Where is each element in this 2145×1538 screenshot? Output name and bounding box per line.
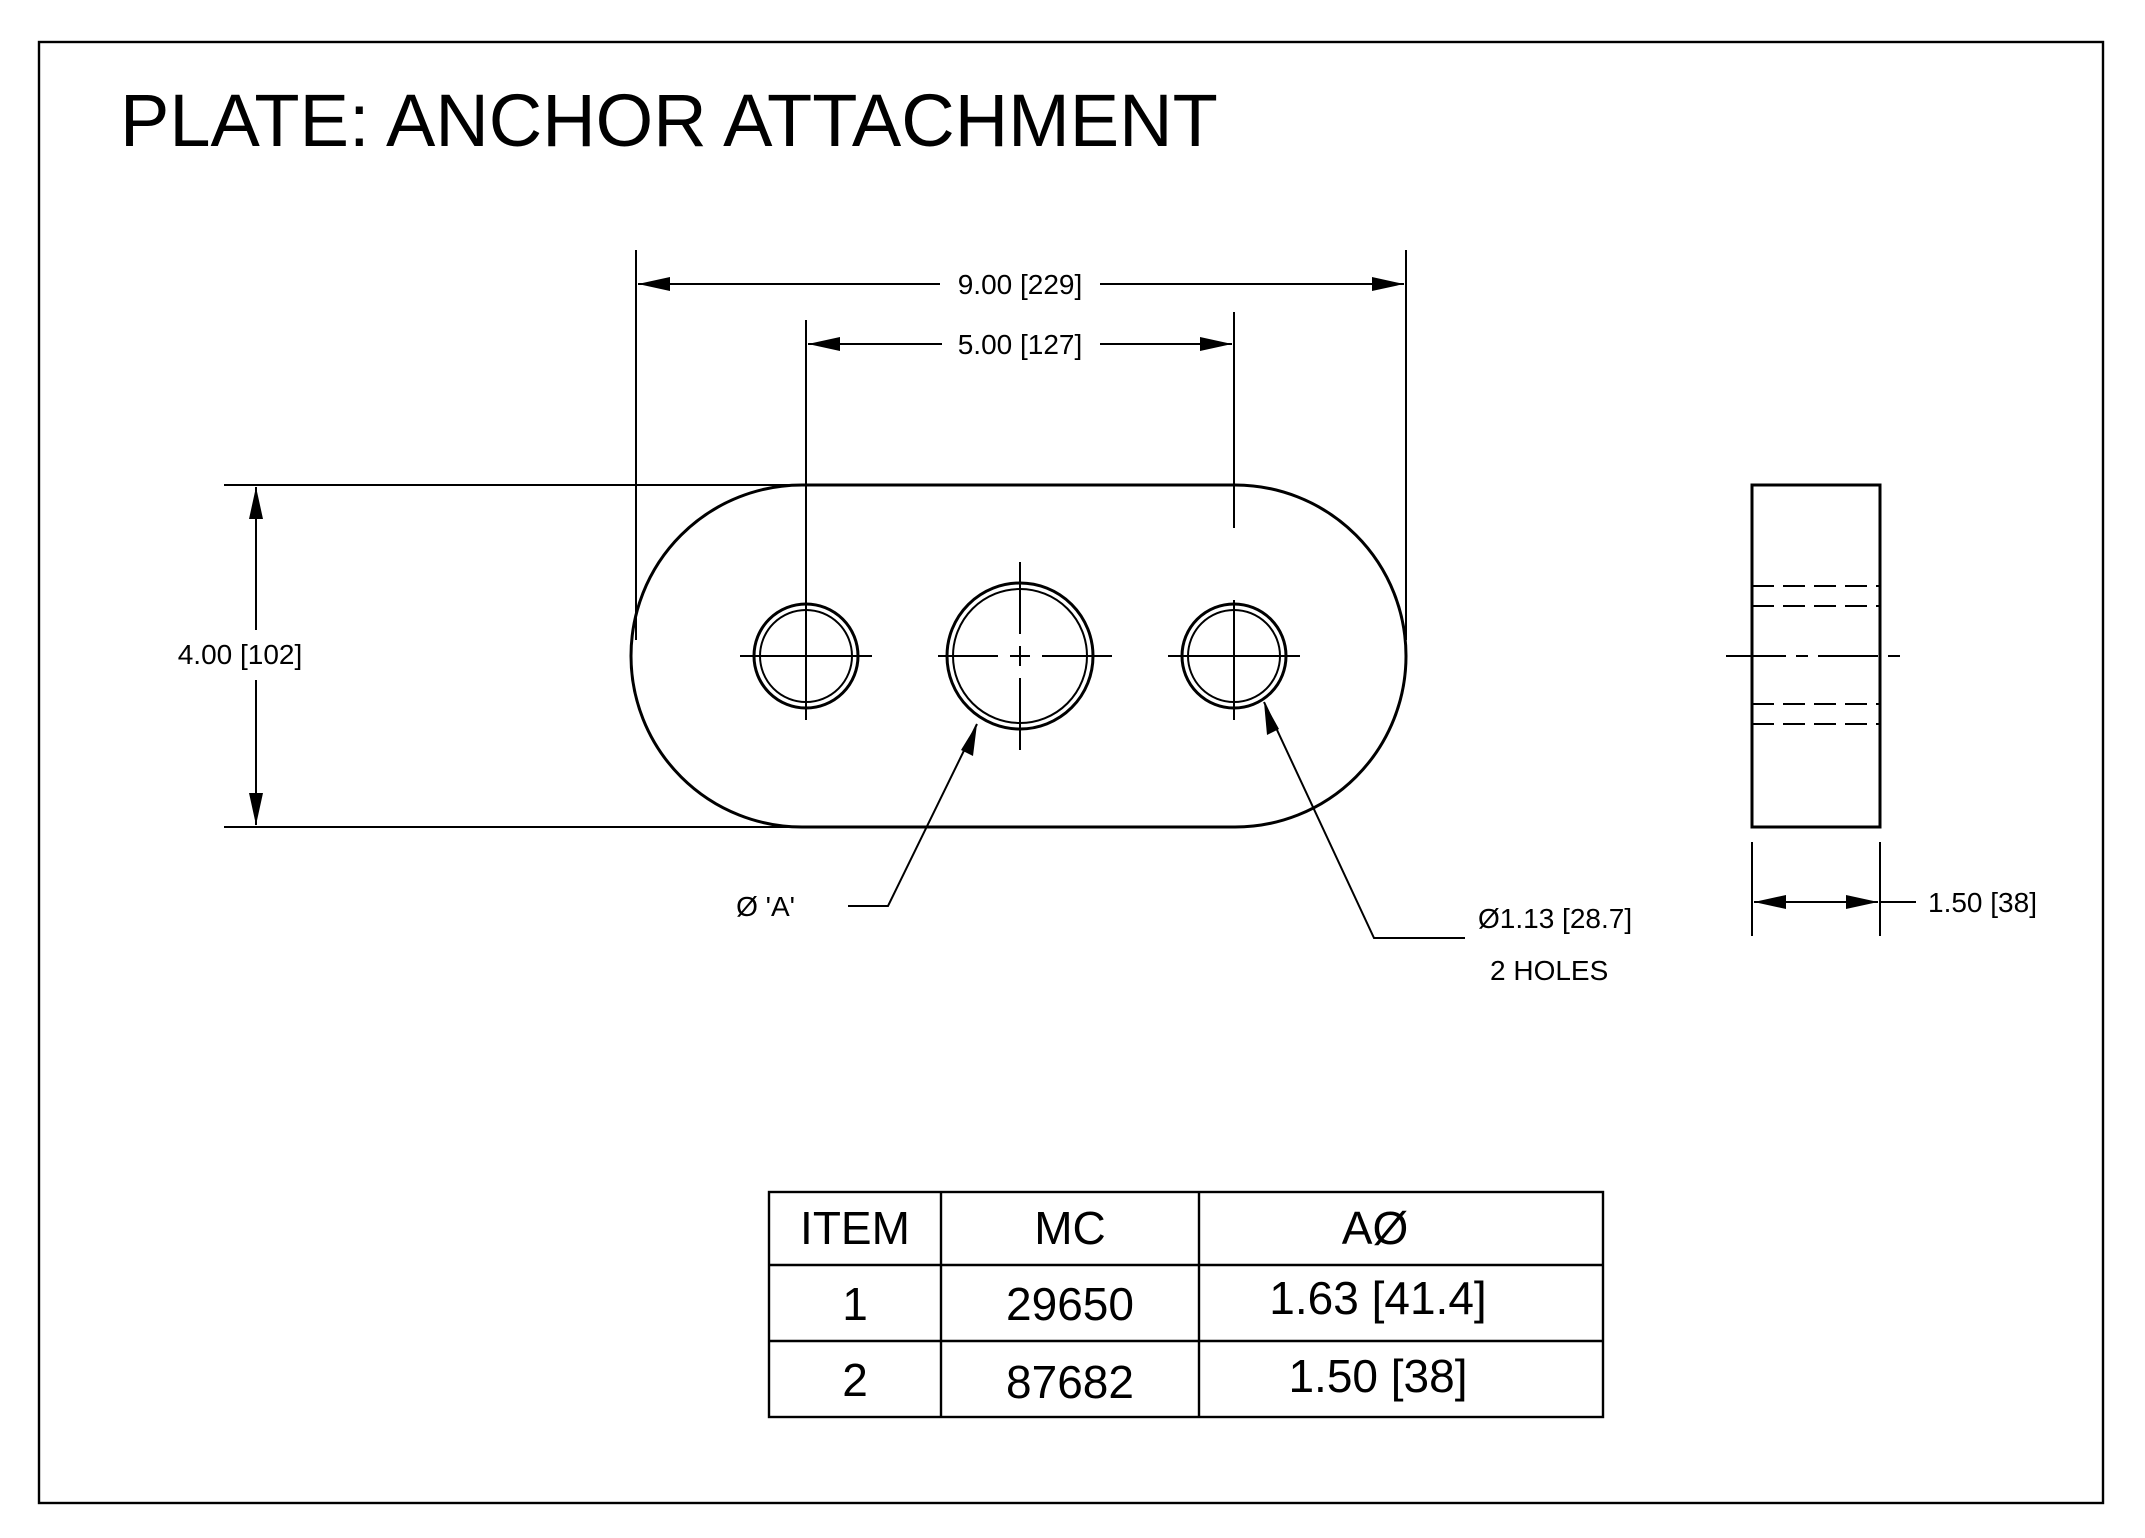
table-header-item: ITEM: [800, 1202, 910, 1254]
thickness-dimension: 1.50 [38]: [1751, 842, 2037, 936]
center-hole-label: Ø 'A': [736, 891, 795, 922]
table-row-1-mc: 29650: [1006, 1278, 1134, 1330]
side-view: 1.50 [38]: [1726, 483, 2037, 936]
side-holes-label: Ø1.13 [28.7]: [1478, 903, 1632, 934]
hole-spacing-dimension: 5.00 [127]: [808, 329, 1232, 360]
table-row-2-a-dia: 1.50 [38]: [1288, 1350, 1467, 1402]
table-row-2-mc: 87682: [1006, 1356, 1134, 1408]
side-holes-leader: Ø1.13 [28.7] 2 HOLES: [1263, 701, 1632, 986]
thickness-label: 1.50 [38]: [1928, 887, 2037, 918]
overall-length-label: 9.00 [229]: [958, 269, 1083, 300]
height-dimension: 4.00 [102]: [178, 484, 800, 828]
center-hole-leader: Ø 'A': [736, 723, 978, 922]
overall-length-dimension: 9.00 [229]: [635, 250, 1407, 640]
left-hole: [740, 320, 872, 720]
item-table: ITEM MC AØ 1 29650 1.63 [41.4] 2 87682 1…: [767, 1190, 1605, 1419]
hole-spacing-label: 5.00 [127]: [958, 329, 1083, 360]
front-view: 9.00 [229] 5.00 [127] 4.00 [102] Ø 'A': [178, 250, 1632, 986]
table-row-1-a-dia: 1.63 [41.4]: [1269, 1272, 1486, 1324]
height-label: 4.00 [102]: [178, 639, 303, 670]
table-row-2-item: 2: [842, 1354, 868, 1406]
sheet-border: [37, 40, 2105, 1505]
drawing-title: PLATE: ANCHOR ATTACHMENT: [120, 79, 1218, 162]
plate-outline: [629, 483, 1408, 829]
table-header-a-dia: AØ: [1342, 1202, 1408, 1254]
table-header-mc: MC: [1034, 1202, 1106, 1254]
side-holes-count-label: 2 HOLES: [1490, 955, 1608, 986]
right-hole: [1168, 312, 1300, 720]
center-hole: [938, 562, 1112, 750]
table-row-1-item: 1: [842, 1278, 868, 1330]
